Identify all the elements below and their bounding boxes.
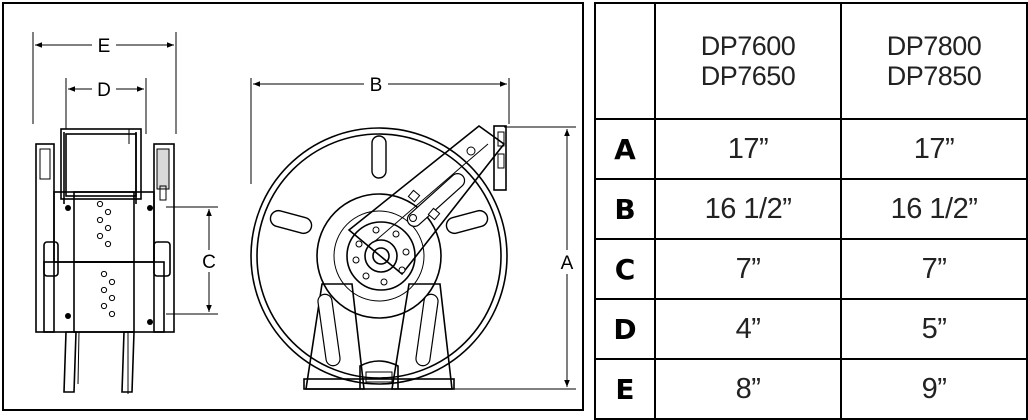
column-header-line2: DP7650 xyxy=(700,61,796,91)
dimension-e: E xyxy=(32,32,177,134)
table-cell: 17” xyxy=(840,118,1028,180)
table-cell: 17” xyxy=(654,118,842,180)
table-cell: 5” xyxy=(840,298,1028,360)
table-cell: 7” xyxy=(654,238,842,300)
dim-label-a: A xyxy=(561,253,574,274)
row-label: E xyxy=(594,358,656,420)
table-row: D 4” 5” xyxy=(594,298,1028,360)
table-cell: 16 1/2” xyxy=(654,178,842,240)
table-cell: 4” xyxy=(654,298,842,360)
table-cell: 16 1/2” xyxy=(840,178,1028,240)
dim-label-c: C xyxy=(202,252,216,273)
table-row: B 16 1/2” 16 1/2” xyxy=(594,178,1028,240)
reel-side-view xyxy=(35,128,175,394)
row-label: D xyxy=(594,298,656,360)
table-cell: 7” xyxy=(840,238,1028,300)
table-row: A 17” 17” xyxy=(594,118,1028,180)
dim-label-b: B xyxy=(370,75,383,96)
column-header-line2: DP7850 xyxy=(886,61,982,91)
dim-label-e: E xyxy=(98,36,111,57)
column-header-line1: DP7800 xyxy=(886,31,982,61)
dimension-table: DP7600 DP7650 DP7800 DP7850 A 17” 17” B … xyxy=(594,2,1028,420)
row-label: C xyxy=(594,238,656,300)
table-cell: 9” xyxy=(840,358,1028,420)
table-cell: 8” xyxy=(654,358,842,420)
table-row: E 8” 9” xyxy=(594,358,1028,420)
hose-reel-drawing: E D C xyxy=(32,32,576,394)
table-row: C 7” 7” xyxy=(594,238,1028,300)
table-header-row: DP7600 DP7650 DP7800 DP7850 xyxy=(594,2,1028,120)
dimension-a: A xyxy=(444,126,576,390)
dimension-d: D xyxy=(65,78,147,134)
dimension-drawing: E D C xyxy=(2,2,584,411)
dim-label-d: D xyxy=(97,80,111,101)
reel-front-view xyxy=(250,124,508,390)
column-header: DP7800 DP7850 xyxy=(840,2,1028,120)
column-header-line1: DP7600 xyxy=(700,31,796,61)
column-header: DP7600 DP7650 xyxy=(654,2,842,120)
dimension-b: B xyxy=(250,75,510,184)
row-label: B xyxy=(594,178,656,240)
header-corner-cell xyxy=(594,2,656,120)
row-label: A xyxy=(594,118,656,180)
